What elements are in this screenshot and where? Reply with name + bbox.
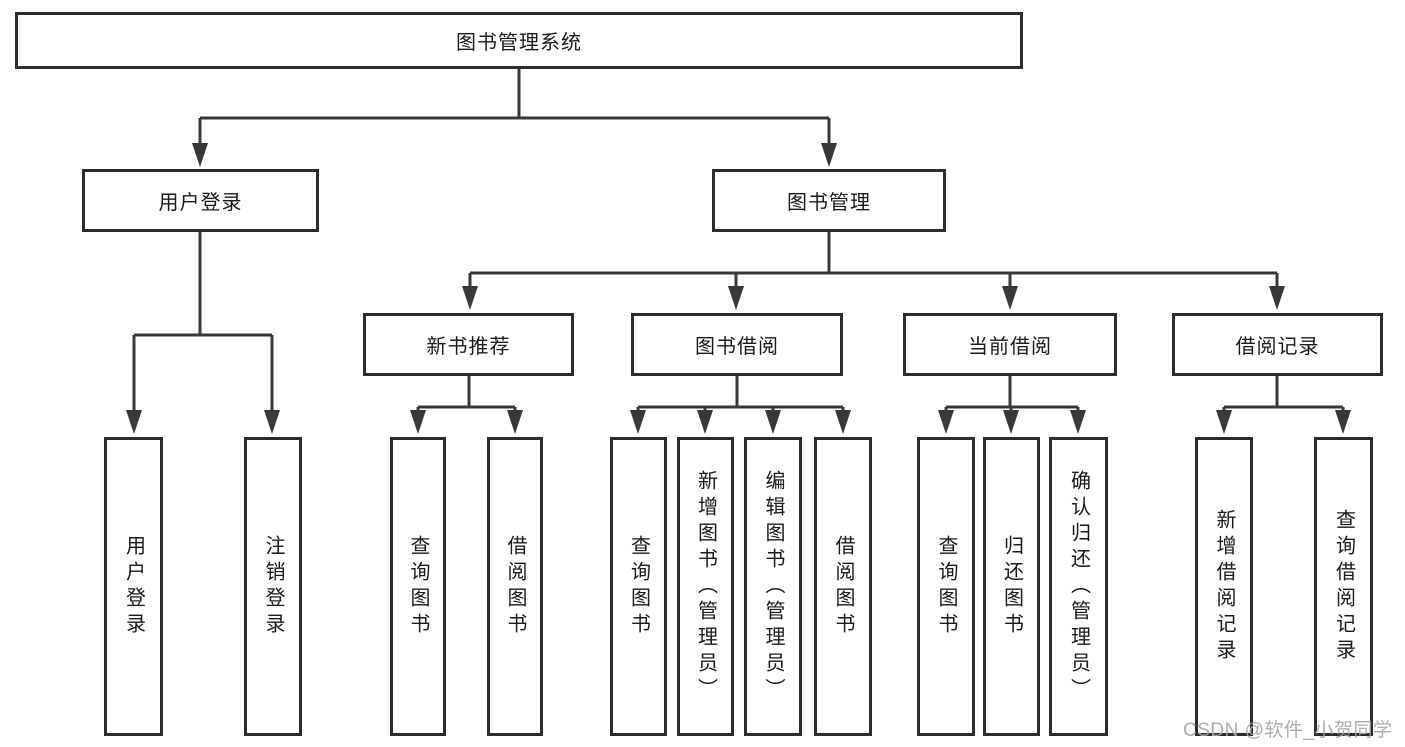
node-book-borrow-label: 图书借阅 [695,336,779,358]
leaf-current-query-books-label: 查询图书 [935,534,957,639]
leaf-edit-book-admin: 编辑图书（管理员） [744,437,802,736]
leaf-add-borrow-record: 新增借阅记录 [1195,437,1253,736]
node-root-system: 图书管理系统 [15,12,1023,69]
leaf-return-books: 归还图书 [983,437,1040,736]
leaf-user-login-label: 用户登录 [122,534,145,639]
leaf-user-login: 用户登录 [104,437,163,736]
node-current-borrow: 当前借阅 [903,313,1117,376]
leaf-query-borrow-record: 查询借阅记录 [1314,437,1373,736]
csdn-watermark: CSDN @软件_小贺同学 [1183,720,1393,741]
connector-new-book-recommend-branch [410,376,523,434]
node-current-borrow-label: 当前借阅 [968,336,1052,358]
leaf-recommend-query-books: 查询图书 [390,437,446,736]
connector-book-borrow-branch [630,376,851,434]
leaf-add-book-admin: 新增图书（管理员） [677,437,734,736]
leaf-borrow-borrow-books: 借阅图书 [814,437,872,736]
node-root-label: 图书管理系统 [456,32,582,54]
leaf-add-book-admin-label: 新增图书（管理员） [694,469,717,704]
leaf-current-query-books: 查询图书 [917,437,975,736]
leaf-logout-label: 注销登录 [262,534,284,639]
leaf-edit-book-admin-label: 编辑图书（管理员） [762,469,784,704]
connector-borrow-records-branch [1216,376,1351,434]
node-book-borrow: 图书借阅 [631,313,843,376]
leaf-confirm-return-admin-label: 确认归还（管理员） [1067,469,1090,704]
node-user-login: 用户登录 [82,169,319,232]
node-borrow-records-label: 借阅记录 [1235,336,1320,358]
leaf-confirm-return-admin: 确认归还（管理员） [1049,437,1108,736]
node-book-management: 图书管理 [712,169,946,232]
node-new-book-recommend: 新书推荐 [363,313,574,376]
leaf-recommend-borrow-books: 借阅图书 [487,437,543,736]
connector-user-login-branch [126,232,280,434]
connector-book-management-branch [462,232,1285,310]
node-book-management-label: 图书管理 [787,192,871,214]
leaf-add-borrow-record-label: 新增借阅记录 [1213,508,1235,665]
node-new-book-recommend-label: 新书推荐 [426,336,511,358]
connector-root-to-level2 [192,69,837,167]
leaf-recommend-borrow-books-label: 借阅图书 [504,534,526,639]
node-borrow-records: 借阅记录 [1172,313,1383,376]
node-user-login-label: 用户登录 [158,192,243,214]
leaf-borrow-borrow-books-label: 借阅图书 [832,534,854,639]
leaf-recommend-query-books-label: 查询图书 [407,534,429,639]
leaf-query-borrow-record-label: 查询借阅记录 [1332,508,1355,665]
connector-current-borrow-branch [938,376,1086,434]
leaf-borrow-query-books-label: 查询图书 [627,534,650,639]
leaf-borrow-query-books: 查询图书 [610,437,667,736]
leaf-logout: 注销登录 [244,437,302,736]
leaf-return-books-label: 归还图书 [1000,534,1023,639]
